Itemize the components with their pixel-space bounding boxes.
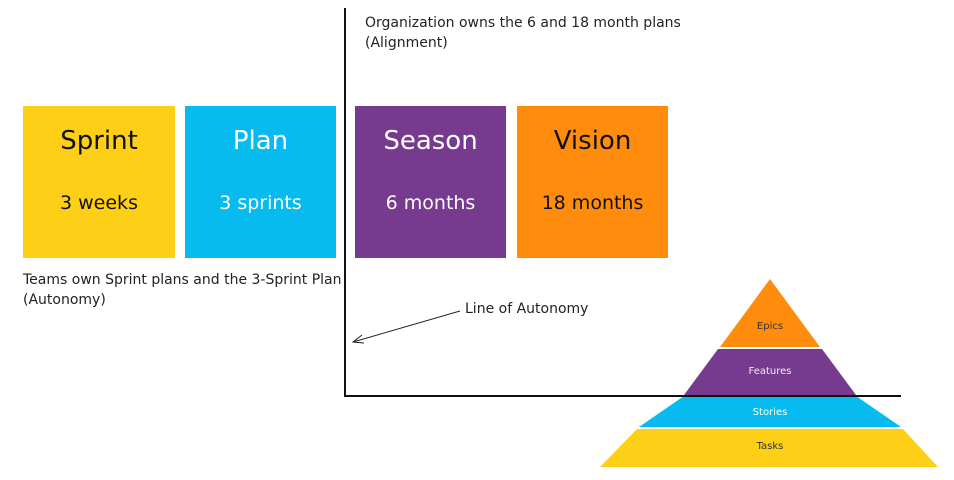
pyramid-label-stories: Stories [753, 407, 788, 418]
box-subtitle: 3 weeks [60, 192, 138, 214]
pyramid-label-epics: Epics [757, 321, 783, 332]
line-of-autonomy-label: Line of Autonomy [465, 301, 589, 317]
box-title: Sprint [60, 126, 138, 156]
pyramid-label-features: Features [749, 366, 792, 377]
org-line1: Organization owns the 6 and 18 month pla… [365, 15, 681, 31]
team-line1: Teams own Sprint plans and the 3-Sprint … [23, 272, 342, 288]
team-line2: (Autonomy) [23, 292, 106, 308]
box-subtitle: 18 months [541, 192, 644, 214]
box-sprint: Sprint 3 weeks [23, 106, 175, 258]
box-title: Vision [553, 126, 632, 156]
box-season: Season 6 months [355, 106, 506, 258]
box-title: Plan [232, 126, 289, 156]
pyramid-stories [639, 396, 901, 427]
arrow-icon [351, 310, 461, 344]
teams-note: Teams own Sprint plans and the 3-Sprint … [23, 270, 341, 310]
box-title: Season [383, 126, 478, 156]
box-plan: Plan 3 sprints [185, 106, 336, 258]
pyramid-features [684, 349, 856, 395]
pyramid-label-tasks: Tasks [756, 441, 784, 452]
box-subtitle: 6 months [385, 192, 476, 214]
box-vision: Vision 18 months [517, 106, 668, 258]
box-subtitle: 3 sprints [219, 192, 302, 214]
pyramid-epics [720, 279, 820, 347]
pyramid-tasks [600, 429, 938, 467]
org-line2: (Alignment) [365, 35, 448, 51]
pyramid: Epics Features Stories Tasks [600, 279, 938, 467]
organization-note: Organization owns the 6 and 18 month pla… [365, 13, 681, 53]
